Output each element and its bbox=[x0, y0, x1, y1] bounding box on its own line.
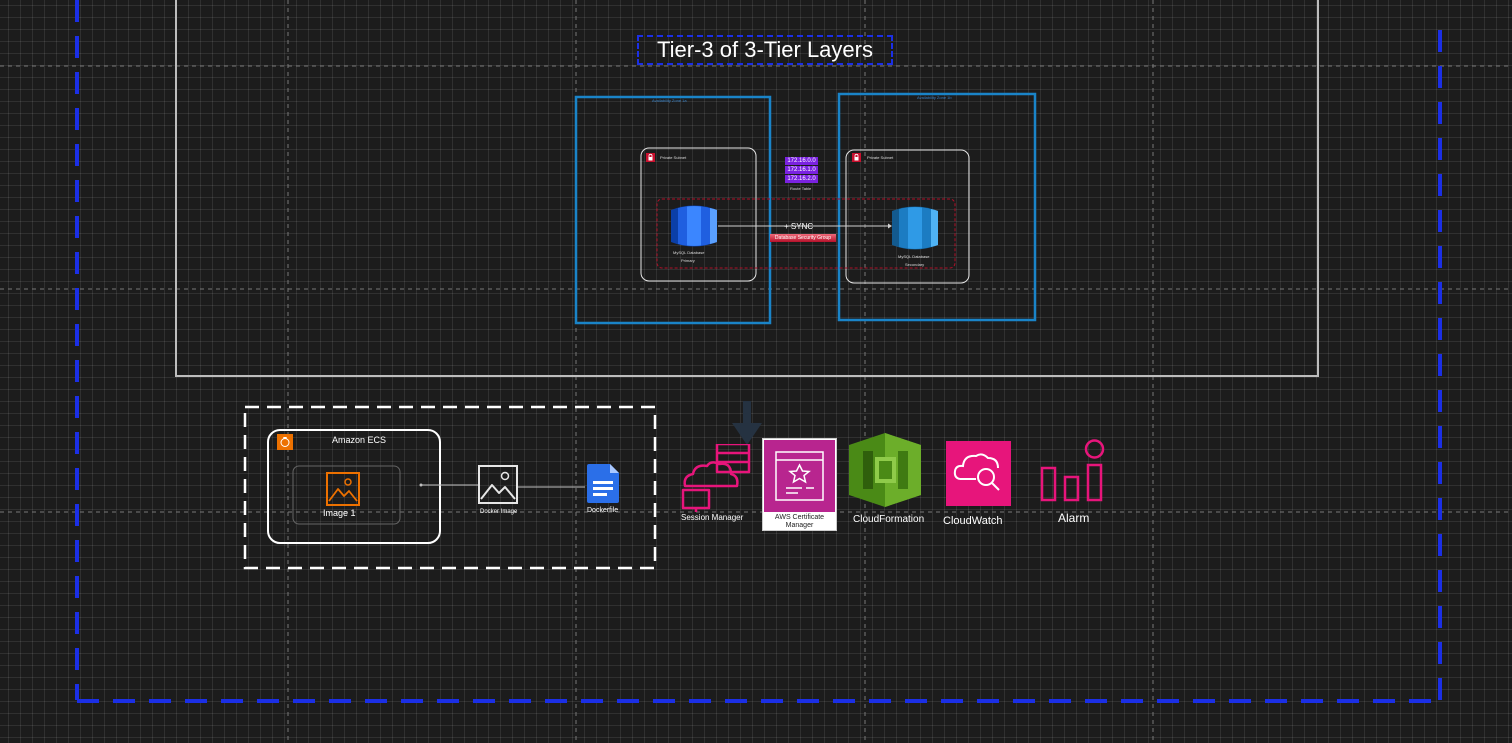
image-box bbox=[292, 465, 401, 525]
route-table-label: Route Table bbox=[790, 186, 812, 191]
alarm-label: Alarm bbox=[1058, 511, 1090, 525]
rds-primary-icon[interactable] bbox=[669, 204, 719, 248]
private-subnet-secondary bbox=[845, 149, 970, 284]
route-entry: 172.16.1.0 bbox=[785, 166, 818, 174]
session-manager-icon[interactable] bbox=[681, 444, 751, 512]
ecs-group bbox=[243, 405, 657, 570]
db-primary-name: MySQL Database bbox=[673, 250, 705, 255]
private-subnet-secondary-label: Private Subnet bbox=[867, 155, 894, 160]
session-manager-label: Session Manager bbox=[681, 513, 744, 522]
certificate-manager-tile bbox=[764, 440, 835, 512]
dockerfile-icon[interactable] bbox=[586, 463, 620, 504]
lock-icon bbox=[852, 153, 861, 162]
certificate-manager-card[interactable]: AWS Certificate Manager bbox=[762, 438, 837, 531]
availability-zone-a-label: Availability Zone 1a bbox=[652, 98, 687, 103]
db-secondary-role: Secondary bbox=[905, 262, 925, 267]
sync-arrowhead bbox=[888, 223, 892, 229]
route-entry: 172.16.2.0 bbox=[785, 175, 818, 183]
vpc-border bbox=[75, 0, 1442, 703]
connector-dot bbox=[419, 483, 423, 487]
ecs-title: Amazon ECS bbox=[332, 435, 387, 445]
alarm-icon[interactable] bbox=[1039, 437, 1107, 503]
availability-zone-a bbox=[574, 95, 772, 325]
image-icon[interactable] bbox=[326, 472, 360, 506]
sync-label: + SYNC bbox=[784, 222, 814, 231]
docker-image-icon[interactable] bbox=[478, 465, 518, 504]
diagram-title: Tier-3 of 3-Tier Layers bbox=[637, 35, 893, 65]
db-primary-role: Primary bbox=[681, 258, 695, 263]
cloudformation-label: CloudFormation bbox=[853, 514, 925, 525]
security-group-label: Database Security Group bbox=[770, 234, 836, 242]
image-label: Image 1 bbox=[323, 508, 356, 518]
private-subnet-primary-label: Private Subnet bbox=[660, 155, 687, 160]
tier-frame bbox=[175, 0, 1319, 377]
certificate-manager-label: AWS Certificate Manager bbox=[774, 514, 825, 529]
cloudwatch-icon[interactable] bbox=[946, 441, 1011, 506]
certificate-icon bbox=[775, 451, 824, 501]
availability-zone-b-label: Availability Zone 1b bbox=[917, 95, 952, 100]
availability-zone-b bbox=[837, 92, 1037, 322]
down-arrow-icon bbox=[732, 401, 762, 445]
db-secondary-name: MySQL Database bbox=[898, 254, 930, 259]
ecs-cluster bbox=[267, 429, 441, 544]
route-entry: 172.16.0.0 bbox=[785, 157, 818, 165]
private-subnet-primary bbox=[640, 147, 757, 282]
ecs-icon bbox=[277, 434, 293, 450]
database-security-group bbox=[656, 198, 956, 269]
docker-image-label: Docker Image bbox=[480, 509, 518, 515]
sync-label-text: SYNC bbox=[790, 222, 814, 231]
cloudformation-icon[interactable] bbox=[849, 433, 922, 507]
cloudwatch-label: CloudWatch bbox=[943, 515, 1003, 527]
rds-secondary-icon[interactable] bbox=[890, 205, 940, 252]
lock-icon bbox=[646, 153, 655, 162]
dockerfile-label: Dockerfile bbox=[587, 507, 619, 514]
